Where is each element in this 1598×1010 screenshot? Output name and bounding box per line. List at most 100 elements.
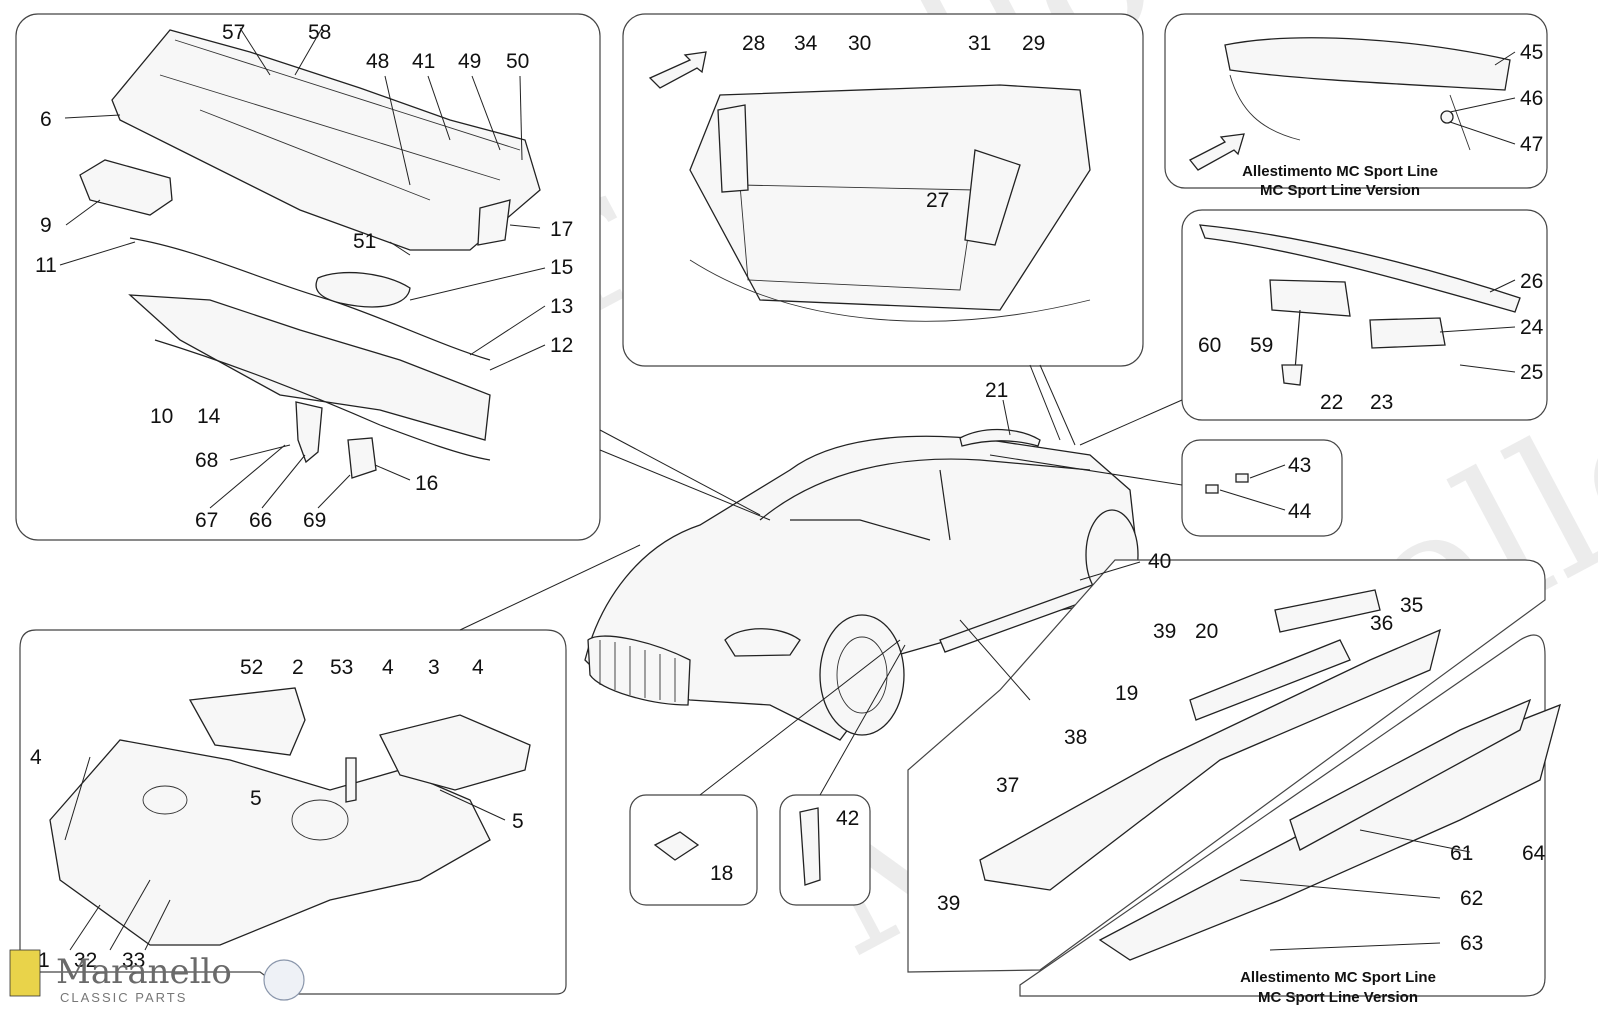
callout-21: 21 (985, 379, 1008, 402)
cowl-bracket-17 (477, 199, 511, 246)
callout-5a: 5 (250, 787, 262, 810)
callout-labels: 57 58 48 41 49 50 6 9 17 51 11 15 13 12 … (30, 21, 1546, 1006)
callout-67: 67 (195, 509, 218, 532)
callout-5b: 5 (512, 810, 524, 833)
callout-25: 25 (1520, 361, 1543, 384)
panel-side-skirt-mc (1019, 634, 1561, 997)
callout-31: 31 (968, 32, 991, 55)
callout-3: 3 (428, 656, 440, 679)
panel-side-skirt (907, 559, 1546, 973)
connector-lines (459, 364, 1183, 796)
callout-1: 1 (38, 949, 50, 972)
seal-14 (154, 339, 491, 461)
callout-14: 14 (197, 405, 221, 428)
seal-15 (315, 271, 411, 308)
callout-15: 15 (550, 256, 573, 279)
callout-52: 52 (240, 656, 263, 679)
callout-42: 42 (836, 807, 859, 830)
panel-spoiler (1164, 13, 1548, 189)
caption-skirt-2: MC Sport Line Version (1258, 989, 1418, 1006)
callout-24: 24 (1520, 316, 1544, 339)
callout-57: 57 (222, 21, 245, 44)
panel-clips (1181, 439, 1343, 537)
callout-27: 27 (926, 189, 949, 212)
handle-24 (1369, 317, 1446, 349)
panel-cowl (15, 13, 601, 541)
callout-44: 44 (1288, 500, 1312, 523)
callout-32: 32 (74, 949, 97, 972)
panel-trunk (622, 13, 1144, 367)
callout-66: 66 (249, 509, 272, 532)
arrow-trunk (648, 51, 707, 89)
duct-2 (188, 687, 306, 756)
leader-lines (59, 27, 1516, 951)
bracket-66 (295, 401, 323, 464)
callout-47: 47 (1520, 133, 1543, 156)
logo-text: Maranello (56, 952, 232, 992)
callout-4c: 4 (30, 746, 42, 769)
callout-23: 23 (1370, 391, 1393, 414)
callout-40: 40 (1148, 550, 1171, 573)
callout-43: 43 (1288, 454, 1311, 477)
trunk-body (689, 84, 1091, 311)
bracket-35 (1274, 589, 1381, 633)
callout-28: 28 (742, 32, 765, 55)
caption-spoiler-2: MC Sport Line Version (1260, 182, 1420, 199)
callout-48: 48 (366, 50, 389, 73)
callout-61: 61 (1450, 842, 1473, 865)
callout-46: 46 (1520, 87, 1543, 110)
callout-6: 6 (40, 108, 52, 131)
caption-spoiler-1: Allestimento MC Sport Line (1242, 163, 1438, 180)
callout-13: 13 (550, 295, 573, 318)
callout-62: 62 (1460, 887, 1483, 910)
callout-33: 33 (122, 949, 145, 972)
trunk-trim-28 (717, 104, 749, 193)
callout-12: 12 (550, 334, 573, 357)
callout-69: 69 (303, 509, 326, 532)
trim-strip-26 (1199, 224, 1521, 313)
spoiler-45 (1224, 37, 1511, 91)
shield-3 (379, 714, 531, 791)
callout-64: 64 (1522, 842, 1546, 865)
callout-45: 45 (1520, 41, 1543, 64)
callout-11: 11 (35, 254, 57, 277)
front-wheel (819, 614, 905, 736)
undertray-1 (49, 739, 491, 946)
callout-60: 60 (1198, 334, 1221, 357)
skirt-61 (1289, 698, 1532, 851)
caption-skirt-1: Allestimento MC Sport Line (1240, 969, 1436, 986)
callout-68: 68 (195, 449, 218, 472)
callout-19: 19 (1115, 682, 1138, 705)
cowl-panel (111, 29, 541, 251)
maranello-logo: Maranello CLASSIC PARTS (9, 949, 305, 1005)
arrow-spoiler (1188, 133, 1245, 171)
logo-subtext: CLASSIC PARTS (60, 990, 187, 1005)
callout-41: 41 (412, 50, 435, 73)
panel-underbody (19, 629, 567, 995)
panel-badge-42 (779, 794, 871, 906)
callout-38: 38 (1064, 726, 1087, 749)
trunk-trim-27 (964, 149, 1021, 246)
callout-4b: 4 (472, 656, 484, 679)
callout-39b: 39 (937, 892, 960, 915)
callout-17: 17 (550, 218, 573, 241)
maserati-badge-icon (263, 959, 305, 1001)
callout-16: 16 (415, 472, 438, 495)
callout-9: 9 (40, 214, 52, 237)
callout-10: 10 (150, 405, 173, 428)
callout-37: 37 (996, 774, 1019, 797)
callout-59: 59 (1250, 334, 1273, 357)
duct-16 (347, 437, 377, 479)
panel-trunk-lock (1181, 209, 1548, 421)
car-grille (587, 635, 691, 706)
callout-39a: 39 (1153, 620, 1176, 643)
spoiler-on-car (959, 428, 1041, 447)
callout-22: 22 (1320, 391, 1343, 414)
callout-2: 2 (292, 656, 304, 679)
trim-20 (1189, 639, 1351, 721)
bracket-53 (345, 757, 357, 803)
callout-35: 35 (1400, 594, 1423, 617)
lock-22 (1269, 279, 1351, 317)
callout-4a: 4 (382, 656, 394, 679)
